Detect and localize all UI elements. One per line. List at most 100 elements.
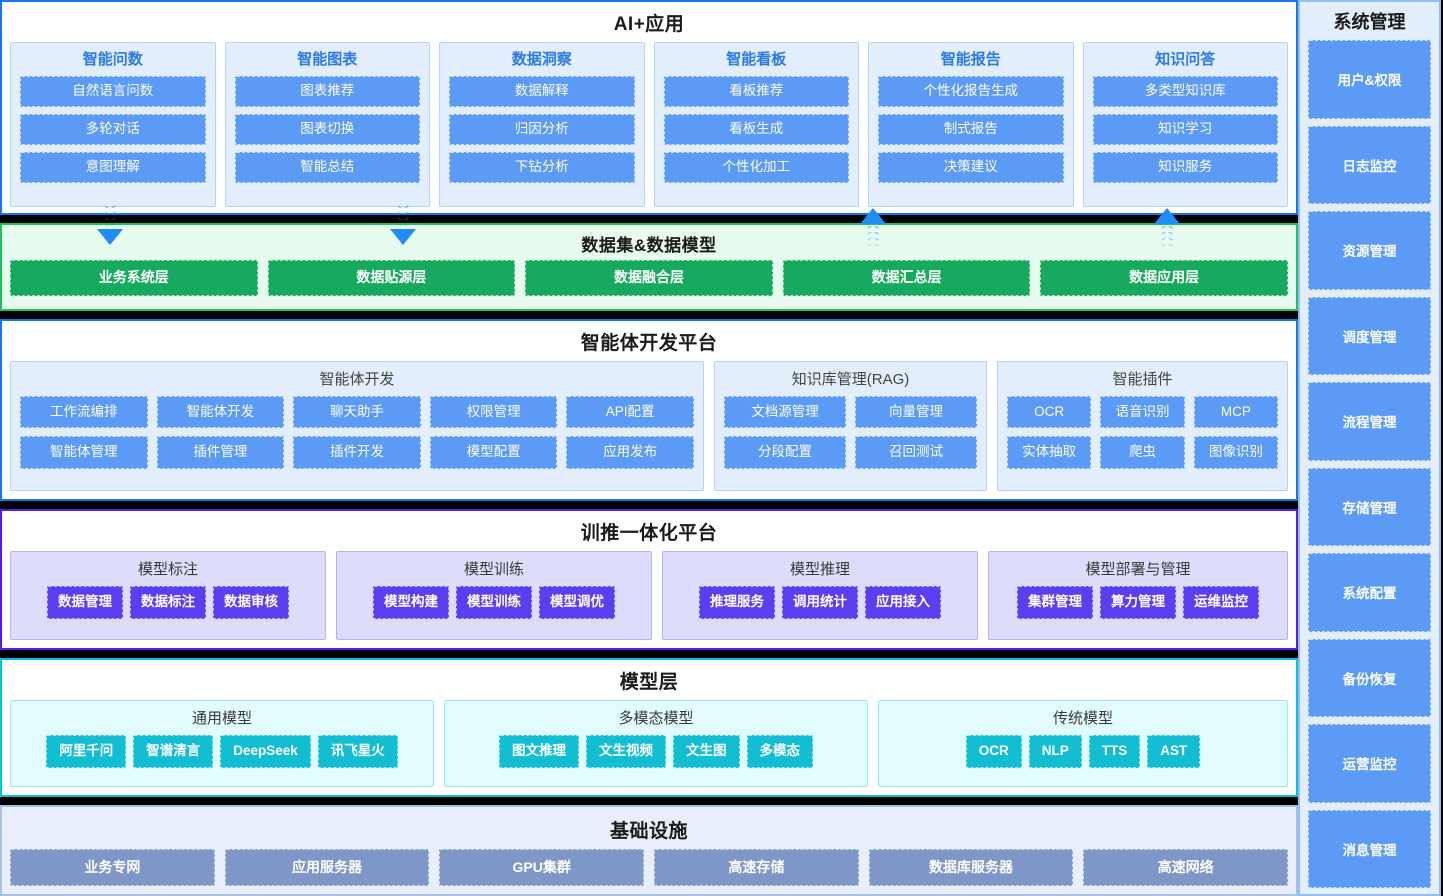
chip-item[interactable]: 图文推理 xyxy=(499,735,579,769)
chip-item[interactable]: 文生视频 xyxy=(586,735,666,769)
chip-item[interactable]: 多类型知识库 xyxy=(1092,76,1278,107)
group-model-annotation[interactable]: 模型标注 数据管理 数据标注 数据审核 xyxy=(10,550,326,641)
chip-item[interactable]: 实体抽取 xyxy=(1007,436,1092,470)
chip-item[interactable]: 多模态 xyxy=(746,735,813,769)
chip-item[interactable]: 看板推荐 xyxy=(663,76,849,107)
sidebar-item-log-monitoring[interactable]: 日志监控 xyxy=(1308,125,1431,204)
group-traditional-models[interactable]: 传统模型 OCR NLP TTS AST xyxy=(878,700,1288,787)
chip-item[interactable]: 数据库服务器 xyxy=(868,848,1074,887)
chip-item[interactable]: 模型调优 xyxy=(539,585,615,619)
group-intelligent-report[interactable]: 智能报告 个性化报告生成 制式报告 决策建议 xyxy=(868,42,1074,208)
chip-item[interactable]: 召回测试 xyxy=(855,436,977,470)
chip-item[interactable]: 知识学习 xyxy=(1092,113,1278,145)
group-knowledge-base-rag[interactable]: 知识库管理(RAG) 文档源管理 向量管理 分段配置 召回测试 xyxy=(714,360,987,491)
chip-item[interactable]: 数据应用层 xyxy=(1040,260,1288,296)
chip-item[interactable]: 智能总结 xyxy=(234,151,420,183)
chip-item[interactable]: DeepSeek xyxy=(220,735,311,769)
sidebar-item-resource-management[interactable]: 资源管理 xyxy=(1308,211,1431,290)
chip-item[interactable]: 智谱清言 xyxy=(133,735,214,769)
chip-item[interactable]: 业务专网 xyxy=(10,848,215,887)
chip-item[interactable]: 数据融合层 xyxy=(525,260,773,296)
chip-item[interactable]: 数据汇总层 xyxy=(782,260,1031,296)
chip-item[interactable]: 工作流编排 xyxy=(20,395,148,429)
chip-item[interactable]: 数据审核 xyxy=(213,585,289,619)
chip-item[interactable]: 知识服务 xyxy=(1092,151,1278,183)
chip-item[interactable]: 数据贴源层 xyxy=(267,260,516,296)
group-model-training[interactable]: 模型训练 模型构建 模型训练 模型调优 xyxy=(336,550,652,641)
chip-item[interactable]: 模型训练 xyxy=(456,585,532,619)
chip-item[interactable]: OCR xyxy=(1007,395,1092,429)
chip-item[interactable]: 聊天助手 xyxy=(293,395,421,429)
chip-item[interactable]: 数据标注 xyxy=(130,585,206,619)
chip-item[interactable]: 下钻分析 xyxy=(449,151,635,183)
chip-item[interactable]: 插件管理 xyxy=(156,436,285,470)
chip-item[interactable]: 语音识别 xyxy=(1100,395,1185,429)
chip-item[interactable]: MCP xyxy=(1193,395,1278,429)
chip-item[interactable]: 业务系统层 xyxy=(10,260,258,296)
chip-item[interactable]: 调用统计 xyxy=(782,585,858,619)
chip-item[interactable]: 图表推荐 xyxy=(234,76,420,107)
chip-item[interactable]: 个性化报告生成 xyxy=(878,76,1064,107)
chip-item[interactable]: 阿里千问 xyxy=(46,735,127,769)
sidebar-item-user-permission[interactable]: 用户&权限 xyxy=(1308,40,1431,119)
group-model-deployment-management[interactable]: 模型部署与管理 集群管理 算力管理 运维监控 xyxy=(988,550,1288,641)
chip-item[interactable]: 文生图 xyxy=(673,735,740,769)
chip-item[interactable]: 文档源管理 xyxy=(724,395,846,429)
chip-item[interactable]: 智能体管理 xyxy=(20,436,148,470)
chip-item[interactable]: 数据解释 xyxy=(449,76,635,107)
sidebar-item-schedule-management[interactable]: 调度管理 xyxy=(1308,296,1431,375)
chip-item[interactable]: 应用接入 xyxy=(865,585,941,619)
chip-item[interactable]: AST xyxy=(1147,735,1201,769)
chip-item[interactable]: TTS xyxy=(1088,735,1141,769)
sidebar-item-process-management[interactable]: 流程管理 xyxy=(1308,382,1431,461)
group-multimodal-models[interactable]: 多模态模型 图文推理 文生视频 文生图 多模态 xyxy=(444,700,868,787)
group-knowledge-qa[interactable]: 知识问答 多类型知识库 知识学习 知识服务 xyxy=(1082,42,1288,208)
chip-item[interactable]: 分段配置 xyxy=(724,436,846,470)
chip-item[interactable]: 制式报告 xyxy=(878,113,1064,145)
sidebar-item-backup-recovery[interactable]: 备份恢复 xyxy=(1308,638,1431,717)
chip-item[interactable]: 意图理解 xyxy=(20,151,206,183)
group-general-models[interactable]: 通用模型 阿里千问 智谱清言 DeepSeek 讯飞星火 xyxy=(10,700,434,787)
group-intelligent-query[interactable]: 智能问数 自然语言问数 多轮对话 意图理解 xyxy=(10,42,216,208)
chip-item[interactable]: 个性化加工 xyxy=(663,151,849,183)
chip-item[interactable]: OCR xyxy=(965,735,1022,769)
chip-item[interactable]: 权限管理 xyxy=(429,395,558,429)
group-intelligent-plugins[interactable]: 智能插件 OCR 语音识别 MCP 实体抽取 爬虫 图像识别 xyxy=(997,360,1288,491)
chip-item[interactable]: 模型构建 xyxy=(373,585,449,619)
chip-item[interactable]: 智能体开发 xyxy=(156,395,285,429)
sidebar-item-message-management[interactable]: 消息管理 xyxy=(1308,809,1431,888)
sidebar-title: 系统管理 xyxy=(1333,12,1406,32)
chip-item[interactable]: 看板生成 xyxy=(663,113,849,145)
group-intelligent-dashboard[interactable]: 智能看板 看板推荐 看板生成 个性化加工 xyxy=(653,42,859,208)
chip-item[interactable]: 决策建议 xyxy=(878,151,1064,183)
chip-item[interactable]: 应用发布 xyxy=(566,436,694,470)
chip-item[interactable]: 数据管理 xyxy=(47,585,123,619)
chip-item[interactable]: 高速存储 xyxy=(654,848,859,887)
chip-item[interactable]: 爬虫 xyxy=(1100,436,1185,470)
chip-item[interactable]: 推理服务 xyxy=(699,585,775,619)
chip-item[interactable]: 向量管理 xyxy=(855,395,977,429)
group-model-inference[interactable]: 模型推理 推理服务 调用统计 应用接入 xyxy=(662,550,978,641)
chip-item[interactable]: 应用服务器 xyxy=(224,848,430,887)
sidebar-item-operation-monitoring[interactable]: 运营监控 xyxy=(1308,724,1431,803)
group-intelligent-chart[interactable]: 智能图表 图表推荐 图表切换 智能总结 xyxy=(224,42,430,208)
chip-item[interactable]: 集群管理 xyxy=(1017,585,1093,619)
chip-item[interactable]: 讯飞星火 xyxy=(317,735,398,769)
chip-item[interactable]: NLP xyxy=(1028,735,1082,769)
chip-item[interactable]: 高速网络 xyxy=(1083,848,1289,887)
group-data-insight[interactable]: 数据洞察 数据解释 归因分析 下钻分析 xyxy=(439,42,645,208)
chip-item[interactable]: 算力管理 xyxy=(1100,585,1176,619)
chip-item[interactable]: API配置 xyxy=(566,395,694,429)
chip-item[interactable]: 图表切换 xyxy=(234,113,420,145)
chip-item[interactable]: 自然语言问数 xyxy=(20,76,206,107)
chip-item[interactable]: GPU集群 xyxy=(439,848,645,887)
chip-item[interactable]: 插件开发 xyxy=(293,436,421,470)
group-agent-development[interactable]: 智能体开发 工作流编排 智能体开发 聊天助手 权限管理 API配置 智能体管理 … xyxy=(10,360,704,491)
chip-item[interactable]: 图像识别 xyxy=(1193,436,1278,470)
chip-item[interactable]: 多轮对话 xyxy=(20,113,206,145)
chip-item[interactable]: 归因分析 xyxy=(449,113,635,145)
sidebar-item-system-configuration[interactable]: 系统配置 xyxy=(1308,553,1431,632)
chip-item[interactable]: 运维监控 xyxy=(1183,585,1259,619)
sidebar-item-storage-management[interactable]: 存储管理 xyxy=(1308,467,1431,546)
chip-item[interactable]: 模型配置 xyxy=(429,436,558,470)
